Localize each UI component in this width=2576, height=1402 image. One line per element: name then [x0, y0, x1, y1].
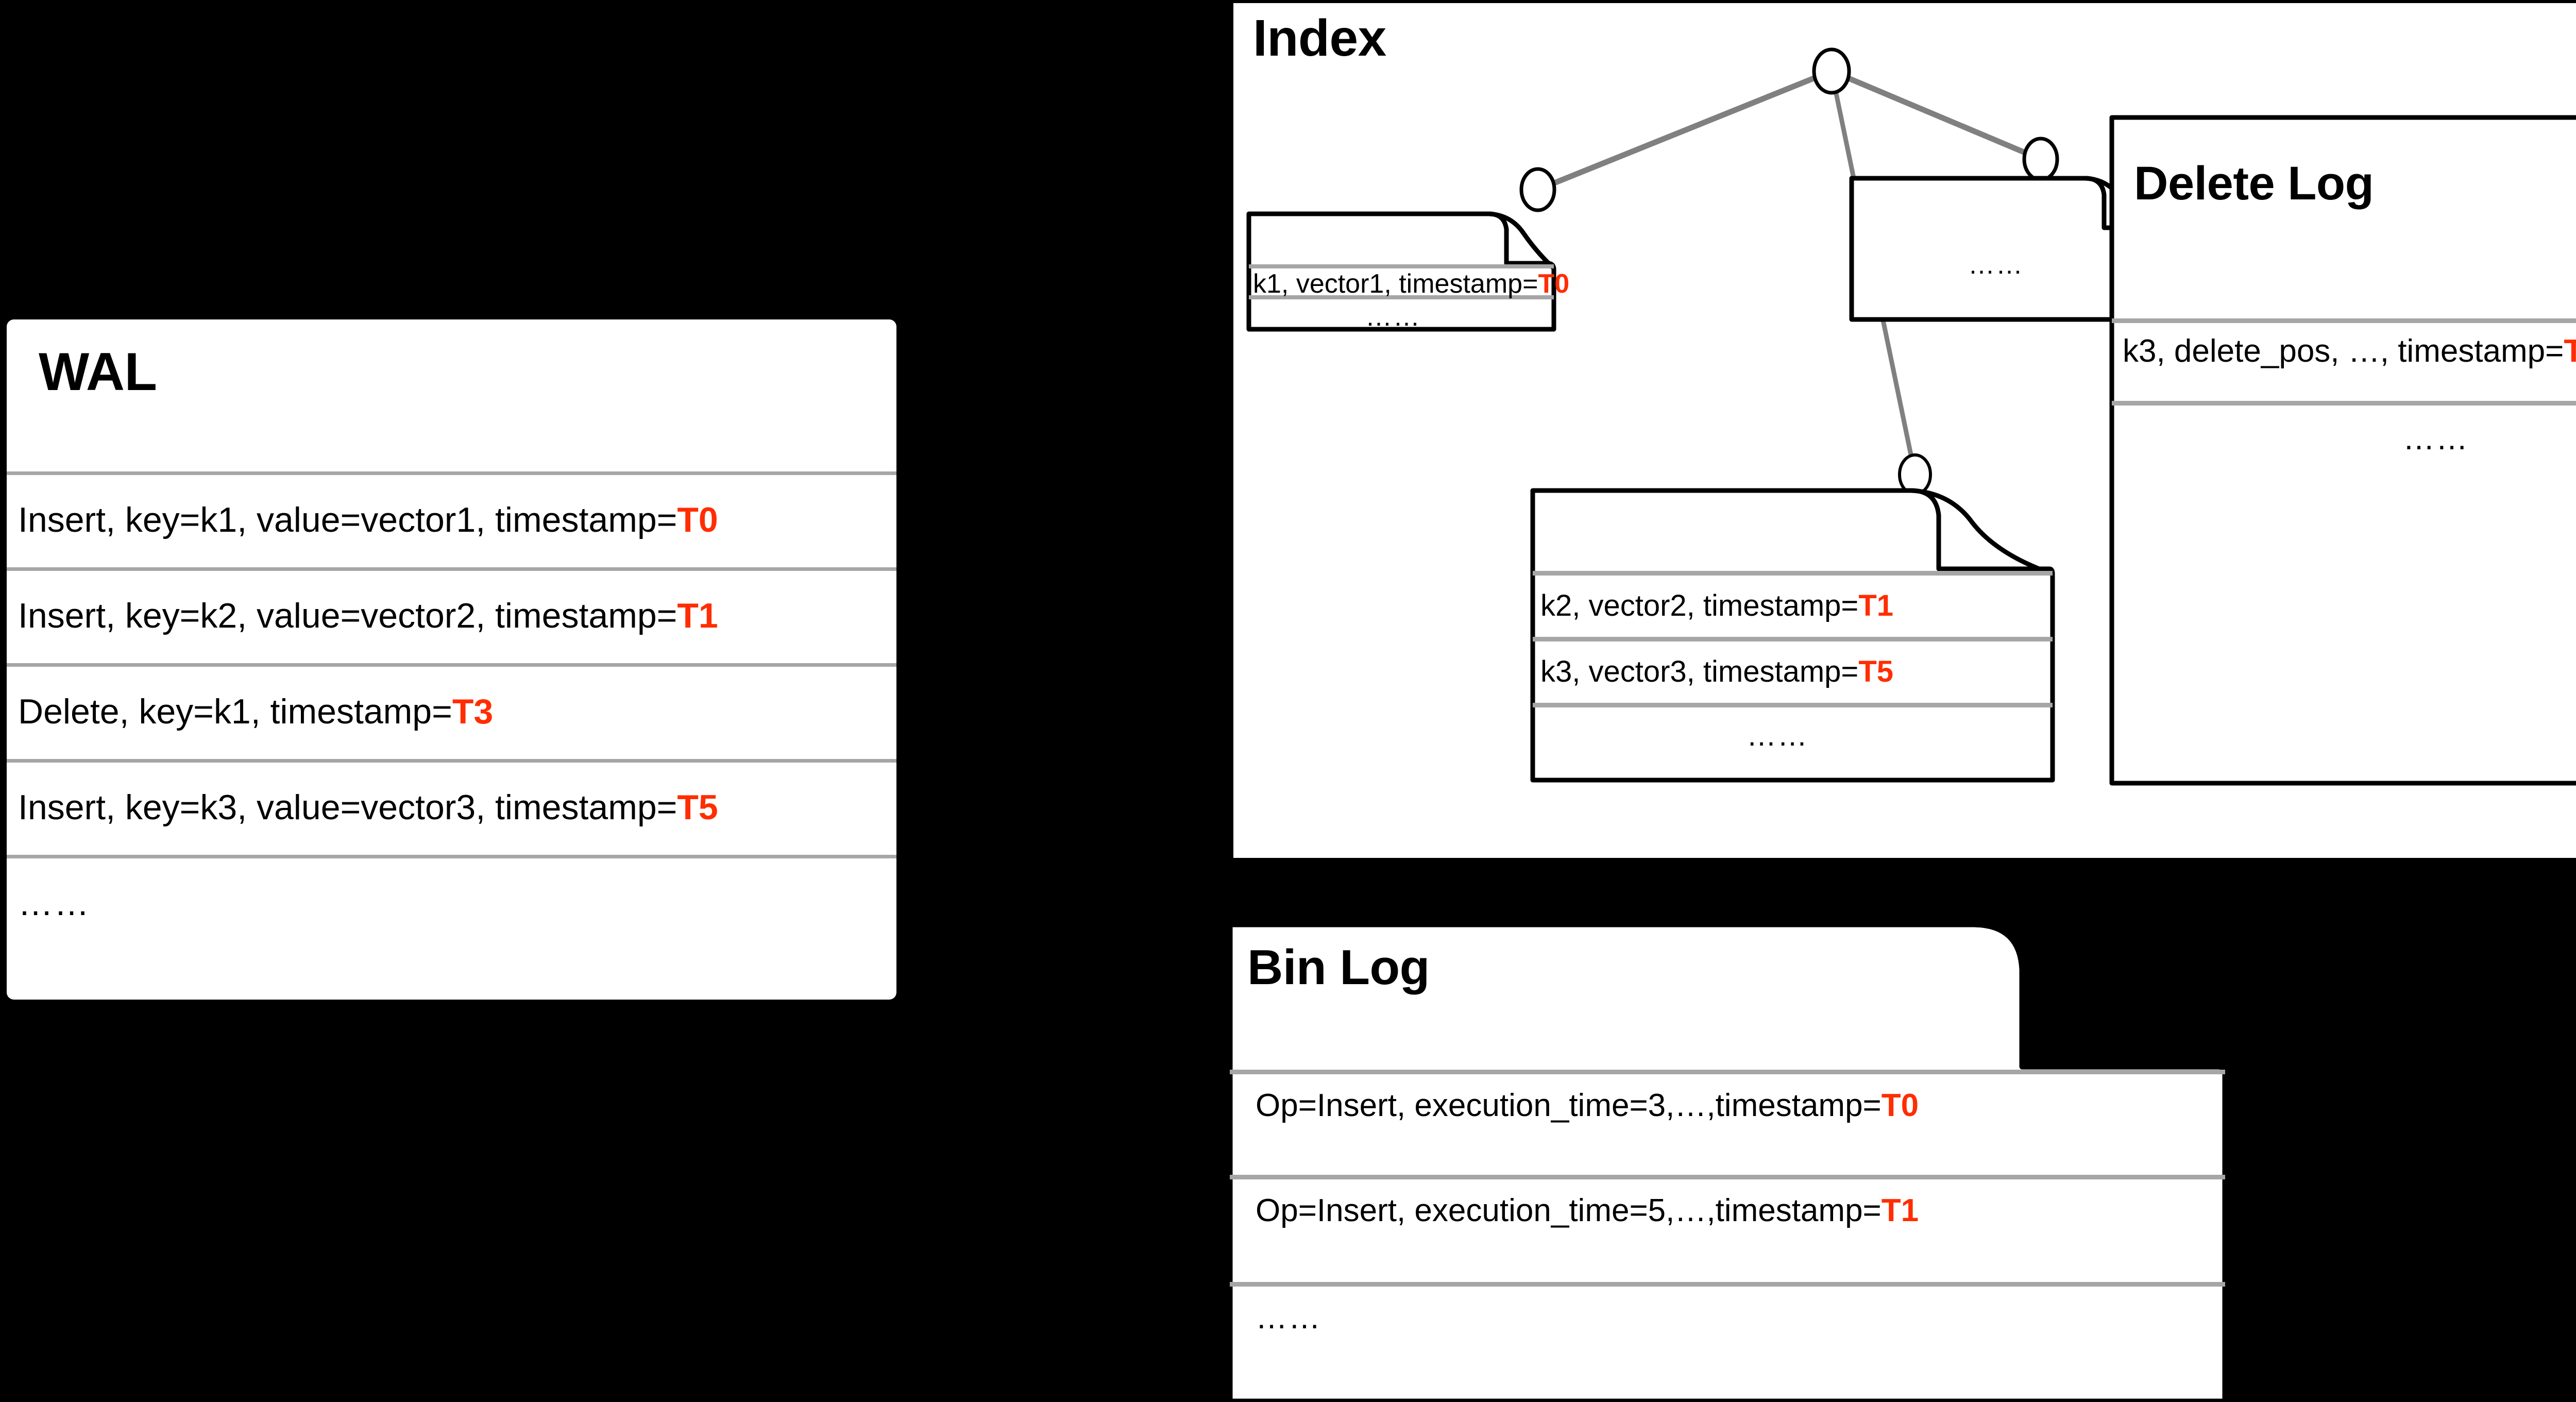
index-leaf-right: ……: [1849, 173, 2153, 323]
wal-row-text: Insert, key=k1, value=vector1, timestamp…: [18, 500, 677, 539]
tree-edge-root-to-right: [1830, 68, 2042, 162]
wal-row: Delete, key=k1, timestamp=T3: [18, 691, 493, 732]
wal-row: Insert, key=k1, value=vector1, timestamp…: [18, 500, 718, 540]
leaf-k2k3-ellipsis: ……: [1747, 719, 1808, 752]
delete-log-row-text: k3, delete_pos, …, timestamp=: [2123, 333, 2564, 369]
wal-row-text: Delete, key=k1, timestamp=: [18, 692, 452, 731]
doc-outline: [1227, 921, 2228, 1402]
leaf-divider: [1533, 571, 2053, 576]
leaf-k2k3-row: k3, vector3, timestamp=T5: [1540, 654, 1893, 689]
wal-panel: WAL Insert, key=k1, value=vector1, times…: [7, 319, 896, 1000]
delete-log-row: k3, delete_pos, …, timestamp=T3: [2123, 333, 2576, 369]
wal-row: Insert, key=k2, value=vector2, timestamp…: [18, 596, 718, 636]
leaf-k2k3-row: k2, vector2, timestamp=T1: [1540, 588, 1893, 623]
leaf-k2k3-row-timestamp: T1: [1858, 589, 1893, 622]
wal-title: WAL: [39, 342, 157, 402]
bin-log-row-timestamp: T0: [1881, 1088, 1919, 1123]
wal-divider: [7, 663, 896, 667]
index-title: Index: [1253, 9, 1386, 67]
delete-log-divider: [2112, 401, 2576, 406]
bin-log-row: Op=Insert, execution_time=5,…,timestamp=…: [1256, 1192, 1919, 1229]
doc-outline: [2109, 115, 2576, 786]
leaf-k1-row-timestamp: T0: [1538, 269, 1570, 299]
wal-row-text: Insert, key=k2, value=vector2, timestamp…: [18, 596, 677, 635]
left-child-node: [1519, 167, 1556, 212]
leaf-right-ellipsis: ……: [1968, 250, 2024, 280]
bin-log-divider: [1230, 1282, 2225, 1287]
leaf-k2k3-row-text: k2, vector2, timestamp=: [1540, 589, 1859, 622]
leaf-k2k3-row-text: k3, vector3, timestamp=: [1540, 655, 1859, 688]
index-leaf-k1: k1, vector1, timestamp=T0 ……: [1246, 208, 1569, 332]
bin-log-panel: Bin Log Op=Insert, execution_time=3,…,ti…: [1227, 921, 2228, 1402]
doc-outline: [1849, 176, 2153, 322]
doc-fold: [1486, 211, 1556, 271]
wal-divider: [7, 567, 896, 571]
leaf-divider: [1533, 703, 2053, 707]
wal-row-ellipsis: ……: [18, 884, 90, 923]
wal-divider: [7, 759, 896, 763]
bin-log-row: Op=Insert, execution_time=3,…,timestamp=…: [1256, 1087, 1919, 1124]
delete-log-title: Delete Log: [2134, 157, 2374, 210]
leaf-divider: [1533, 637, 2053, 641]
leaf-k1-row-text: k1, vector1, timestamp=: [1253, 269, 1538, 299]
tree-edge-root-to-left: [1536, 68, 1833, 193]
bin-log-row-text: Op=Insert, execution_time=3,…,timestamp=: [1256, 1088, 1882, 1123]
wal-row-timestamp: T1: [677, 596, 718, 635]
delete-log-ellipsis: ……: [2403, 421, 2469, 457]
index-leaf-k2k3: k2, vector2, timestamp=T1 k3, vector3, t…: [1530, 485, 2056, 783]
leaf-divider: [1249, 295, 1554, 299]
wal-row-timestamp: T5: [677, 788, 718, 827]
delete-log-divider: [2112, 318, 2576, 323]
bin-log-title: Bin Log: [1247, 940, 1430, 995]
wal-row-timestamp: T0: [677, 500, 718, 539]
bin-log-row-text: Op=Insert, execution_time=5,…,timestamp=: [1256, 1193, 1882, 1228]
leaf-k2k3-row-timestamp: T5: [1858, 655, 1893, 688]
doc-fold: [1972, 921, 2228, 1075]
wal-row-text: Insert, key=k3, value=vector3, timestamp…: [18, 788, 677, 827]
wal-row: Insert, key=k3, value=vector3, timestamp…: [18, 787, 718, 827]
bin-log-divider: [1230, 1175, 2225, 1179]
wal-divider: [7, 471, 896, 475]
bin-log-row-timestamp: T1: [1881, 1193, 1919, 1228]
leaf-k1-row: k1, vector1, timestamp=T0: [1253, 268, 1569, 299]
wal-row-timestamp: T3: [452, 692, 494, 731]
leaf-divider: [1249, 264, 1554, 268]
leaf-k1-ellipsis: ……: [1365, 302, 1421, 332]
wal-divider: [7, 855, 896, 858]
bin-log-ellipsis: ……: [1256, 1300, 1321, 1336]
root-node: [1812, 47, 1851, 95]
delete-log-row-timestamp: T3: [2564, 333, 2576, 369]
index-panel: Index k1, vector1, timestamp=T0: [1233, 3, 2576, 858]
doc-fold: [1909, 488, 2055, 577]
bin-log-divider: [1230, 1070, 2225, 1074]
delete-log-doc: Delete Log k3, delete_pos, …, timestamp=…: [2109, 112, 2576, 786]
